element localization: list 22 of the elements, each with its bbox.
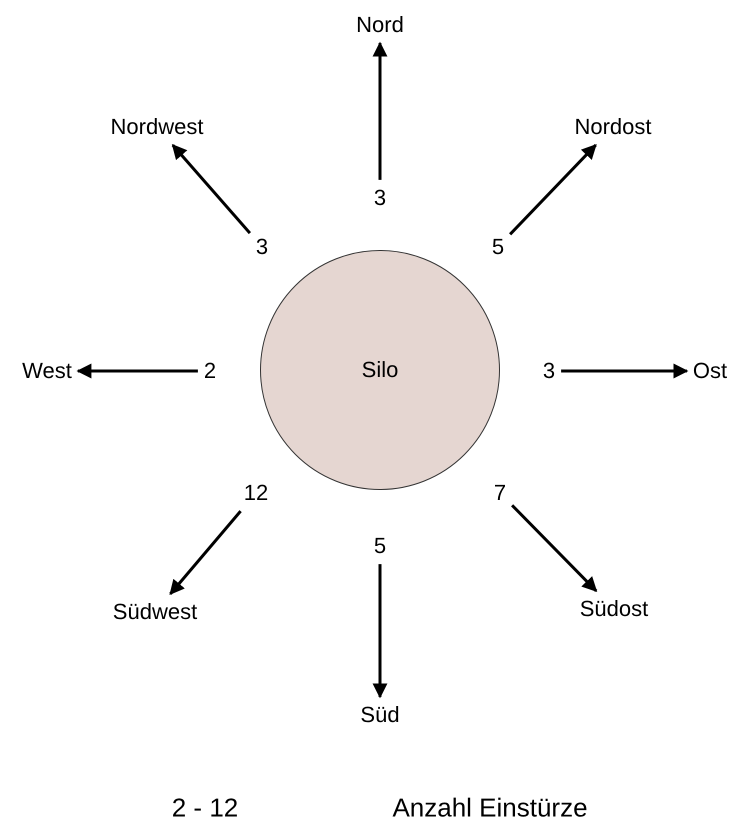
direction-label: Südwest bbox=[112, 600, 198, 624]
count-label: 3 bbox=[542, 358, 556, 384]
legend-range: 2 - 12 bbox=[172, 794, 238, 822]
count-label: 5 bbox=[374, 534, 386, 558]
count-label: 3 bbox=[374, 186, 386, 210]
arrow bbox=[511, 504, 598, 592]
arrow bbox=[172, 144, 252, 234]
direction-label: Ost bbox=[692, 358, 728, 384]
direction-label: Südost bbox=[580, 596, 648, 622]
arrow bbox=[169, 510, 242, 596]
arrow bbox=[561, 364, 688, 378]
arrow bbox=[76, 364, 198, 378]
direction-label: West bbox=[22, 358, 72, 384]
arrow bbox=[372, 564, 388, 698]
legend-text: Anzahl Einstürze bbox=[392, 794, 588, 822]
count-label: 2 bbox=[204, 358, 216, 384]
direction-label: Nordost bbox=[574, 114, 652, 140]
direction-label: Nord bbox=[356, 12, 404, 38]
arrow bbox=[372, 42, 388, 180]
direction-label: Süd bbox=[360, 702, 400, 728]
arrow bbox=[509, 144, 597, 236]
direction-label: Nordwest bbox=[110, 114, 204, 140]
